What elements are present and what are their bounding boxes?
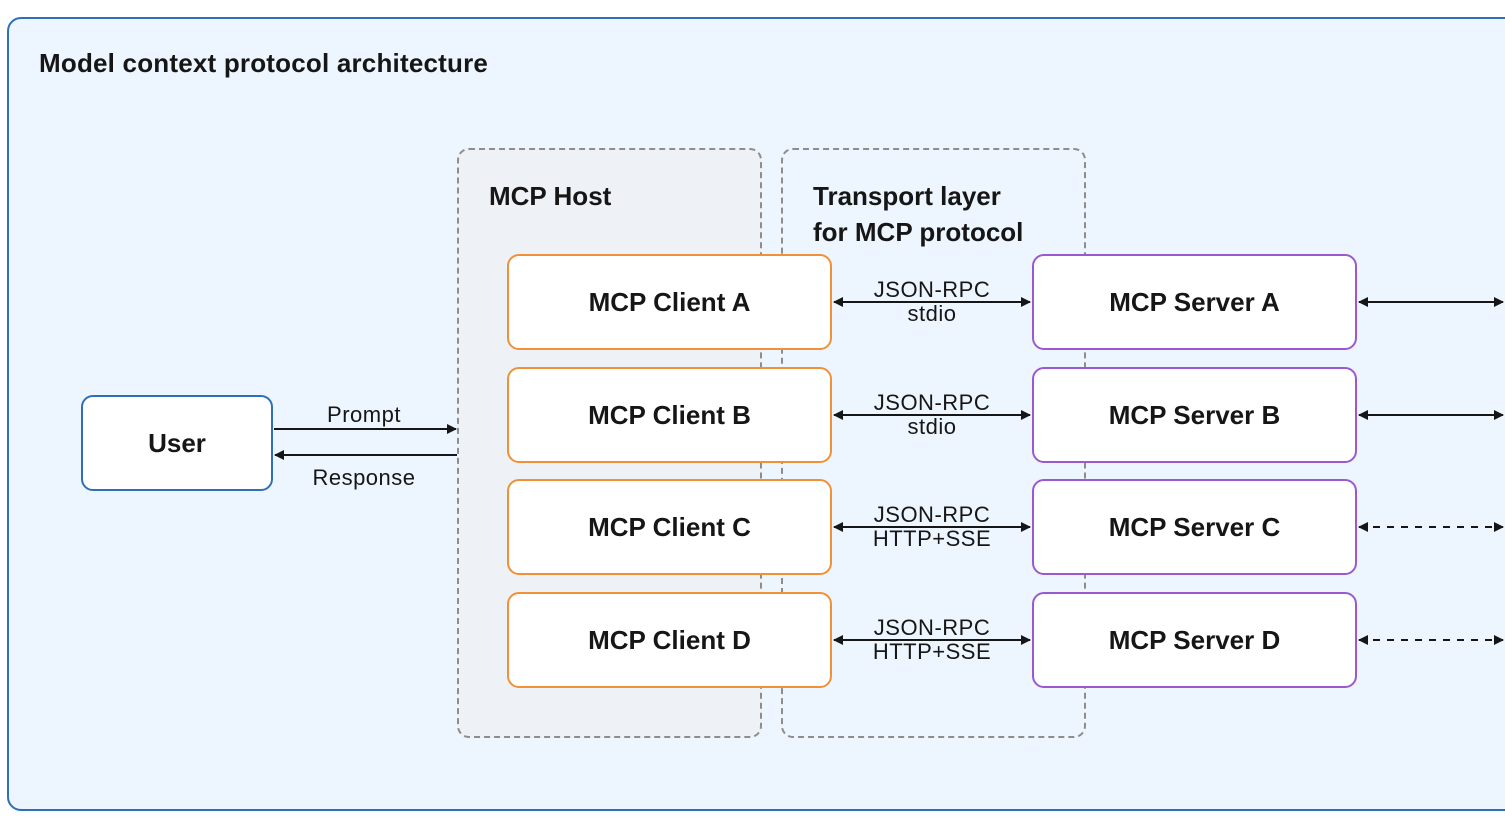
mcp-server-d: MCP Server D (1032, 592, 1357, 688)
link-a-protocol: JSON-RPC (873, 277, 991, 302)
transport-layer-label: Transport layer for MCP protocol (813, 178, 1023, 250)
link-a-transport: stdio (907, 301, 957, 326)
link-c-labels: JSON-RPC HTTP+SSE (852, 503, 1012, 551)
link-b-protocol: JSON-RPC (873, 390, 991, 415)
link-d-protocol: JSON-RPC (873, 615, 991, 640)
mcp-client-d: MCP Client D (507, 592, 832, 688)
link-c-transport: HTTP+SSE (872, 526, 992, 551)
mcp-client-b: MCP Client B (507, 367, 832, 463)
transport-layer-label-line2: for MCP protocol (813, 217, 1024, 247)
response-label: Response (312, 465, 416, 490)
link-b-transport: stdio (907, 414, 957, 439)
link-d-transport: HTTP+SSE (872, 639, 992, 664)
mcp-server-a: MCP Server A (1032, 254, 1357, 350)
mcp-client-c: MCP Client C (507, 479, 832, 575)
user-node: User (81, 395, 273, 491)
prompt-label: Prompt (327, 402, 401, 427)
link-b-labels: JSON-RPC stdio (852, 391, 1012, 439)
link-c-protocol: JSON-RPC (873, 502, 991, 527)
link-d-labels: JSON-RPC HTTP+SSE (852, 616, 1012, 664)
diagram-title: Model context protocol architecture (39, 48, 489, 78)
transport-layer-label-line1: Transport layer (813, 181, 1001, 211)
link-a-labels: JSON-RPC stdio (852, 278, 1012, 326)
mcp-host-label: MCP Host (489, 181, 612, 211)
mcp-server-b: MCP Server B (1032, 367, 1357, 463)
mcp-server-c: MCP Server C (1032, 479, 1357, 575)
mcp-client-a: MCP Client A (507, 254, 832, 350)
